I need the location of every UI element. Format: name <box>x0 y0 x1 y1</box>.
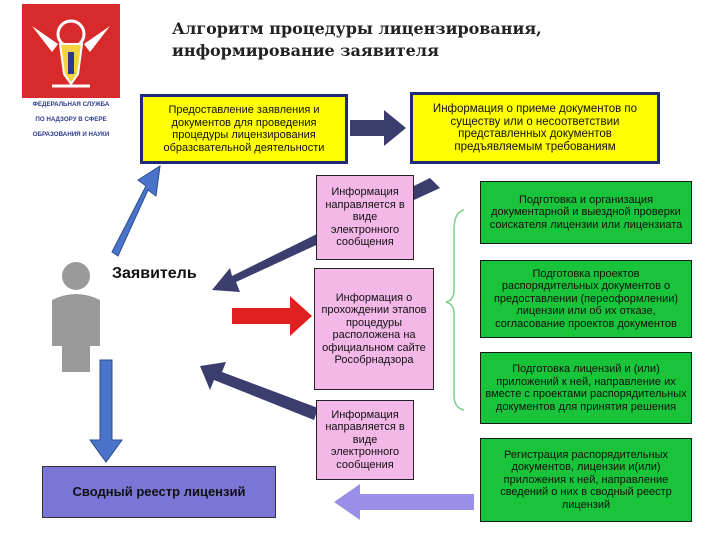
arrow-applicant-to-submit <box>111 165 161 257</box>
page-title: Алгоритм процедуры лицензирования, инфор… <box>172 18 692 62</box>
arrow-submit-to-acceptance <box>350 110 406 146</box>
arrow-applicant-to-registry <box>89 359 123 463</box>
applicant-label: Заявитель <box>112 265 197 282</box>
info-electronic-box-2: Информация направляется в виде электронн… <box>316 400 414 480</box>
submit-application-box: Предоставление заявления и документов дл… <box>140 94 348 164</box>
info-website-box: Информация о прохождении этапов процедур… <box>314 268 434 390</box>
acceptance-info-box: Информация о приеме документов по сущест… <box>410 92 660 164</box>
arrow-red-to-website <box>232 296 312 336</box>
applicant-person-icon <box>52 262 100 372</box>
emblem-logo <box>22 4 120 98</box>
agency-name: ФЕДЕРАЛЬНАЯ СЛУЖБА ПО НАДЗОРУ В СФЕРЕ ОБ… <box>24 100 118 145</box>
license-registry-box: Сводный реестр лицензий <box>42 466 276 518</box>
arrow-electronic2-to-applicant <box>200 362 318 420</box>
title-line-1: Алгоритм процедуры лицензирования, <box>172 19 542 38</box>
bracket <box>445 209 465 411</box>
agency-line-3: ОБРАЗОВАНИЯ И НАУКИ <box>32 131 110 138</box>
agency-line-2: ПО НАДЗОРУ В СФЕРЕ <box>35 116 107 123</box>
step-registration-box: Регистрация распорядительных документов,… <box>480 438 692 522</box>
step-draft-documents-box: Подготовка проектов распорядительных док… <box>480 260 692 338</box>
title-line-2: информирование заявителя <box>172 41 439 60</box>
agency-line-1: ФЕДЕРАЛЬНАЯ СЛУЖБА <box>32 101 110 108</box>
eagle-emblem-icon <box>32 19 110 88</box>
step-inspection-box: Подготовка и организация документарной и… <box>480 181 692 244</box>
step-license-preparation-box: Подготовка лицензий и (или) приложений к… <box>480 352 692 424</box>
info-electronic-box-1: Информация направляется в виде электронн… <box>316 175 414 260</box>
arrow-step4-to-registry <box>334 484 474 520</box>
